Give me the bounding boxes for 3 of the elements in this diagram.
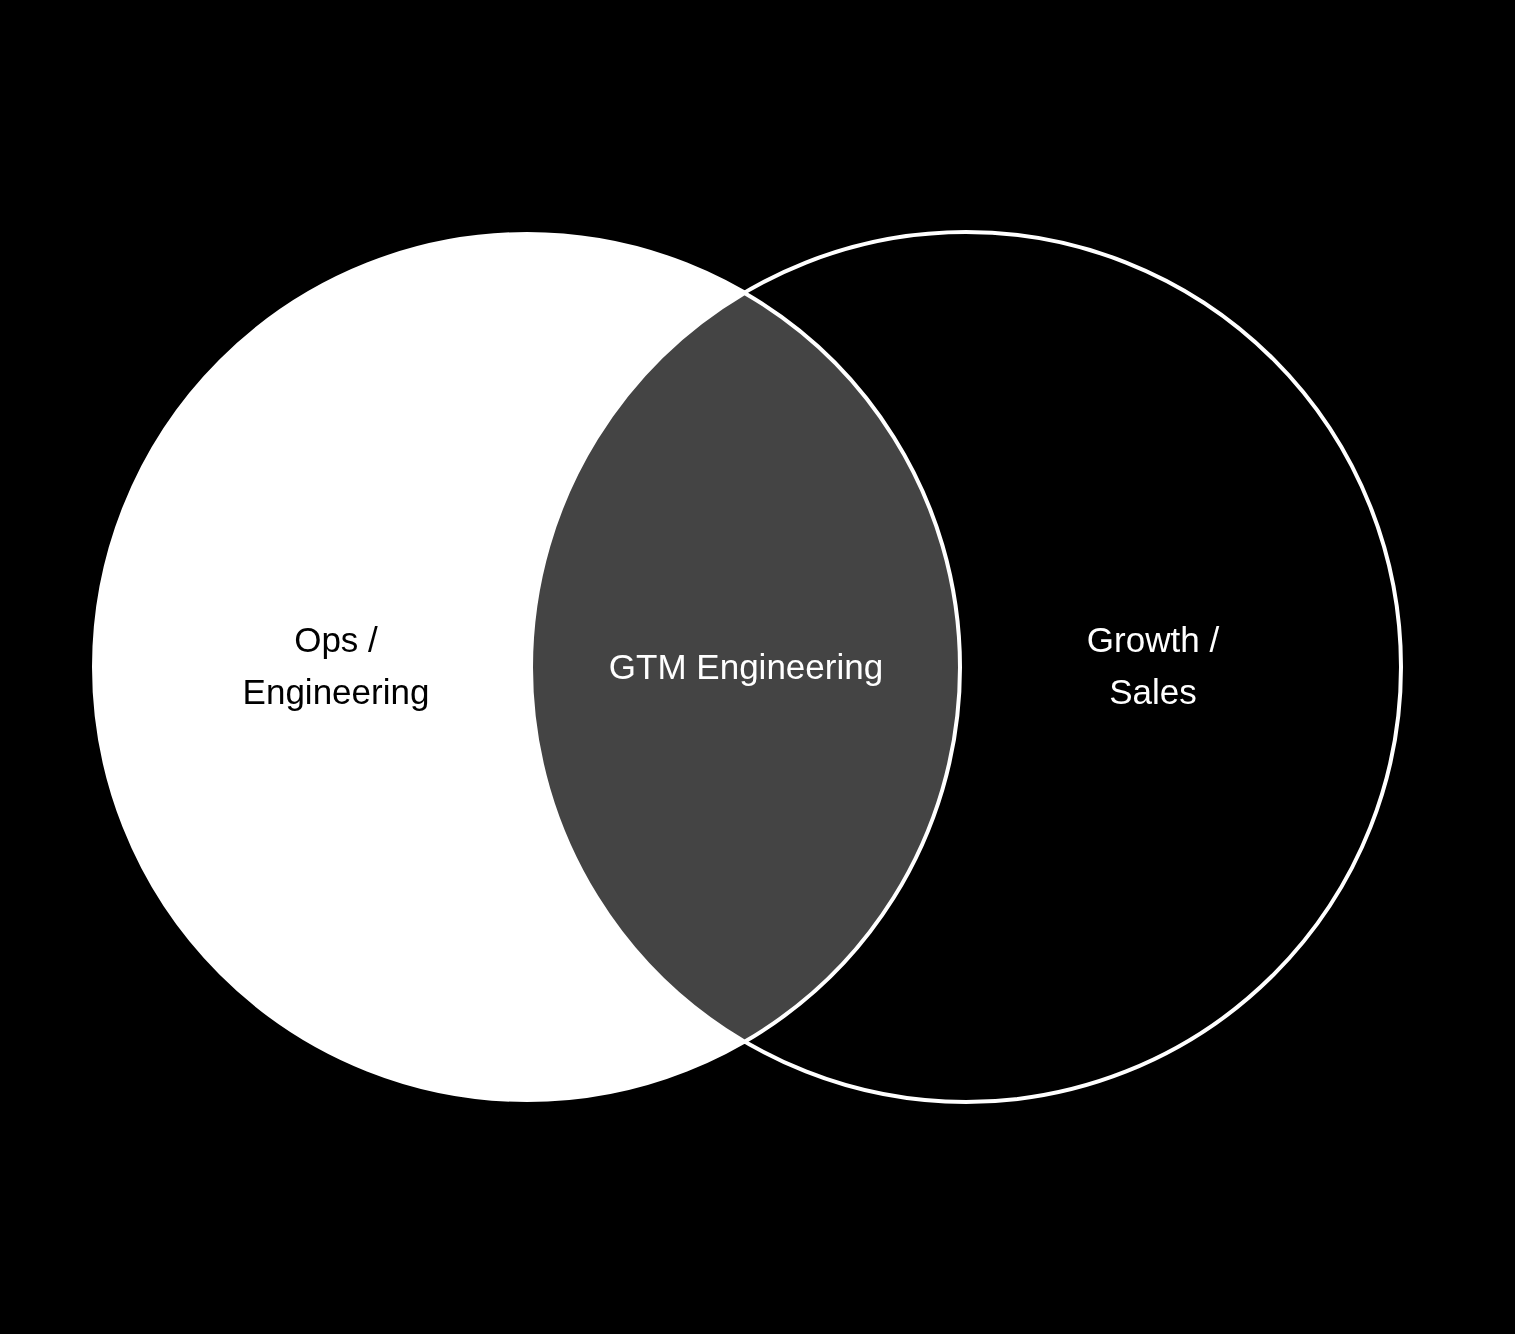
circle-label: Ops / Engineering bbox=[241, 619, 431, 713]
circle-label: Growth / Sales bbox=[1085, 619, 1221, 713]
overlap-label: GTM Engineering bbox=[608, 646, 884, 688]
